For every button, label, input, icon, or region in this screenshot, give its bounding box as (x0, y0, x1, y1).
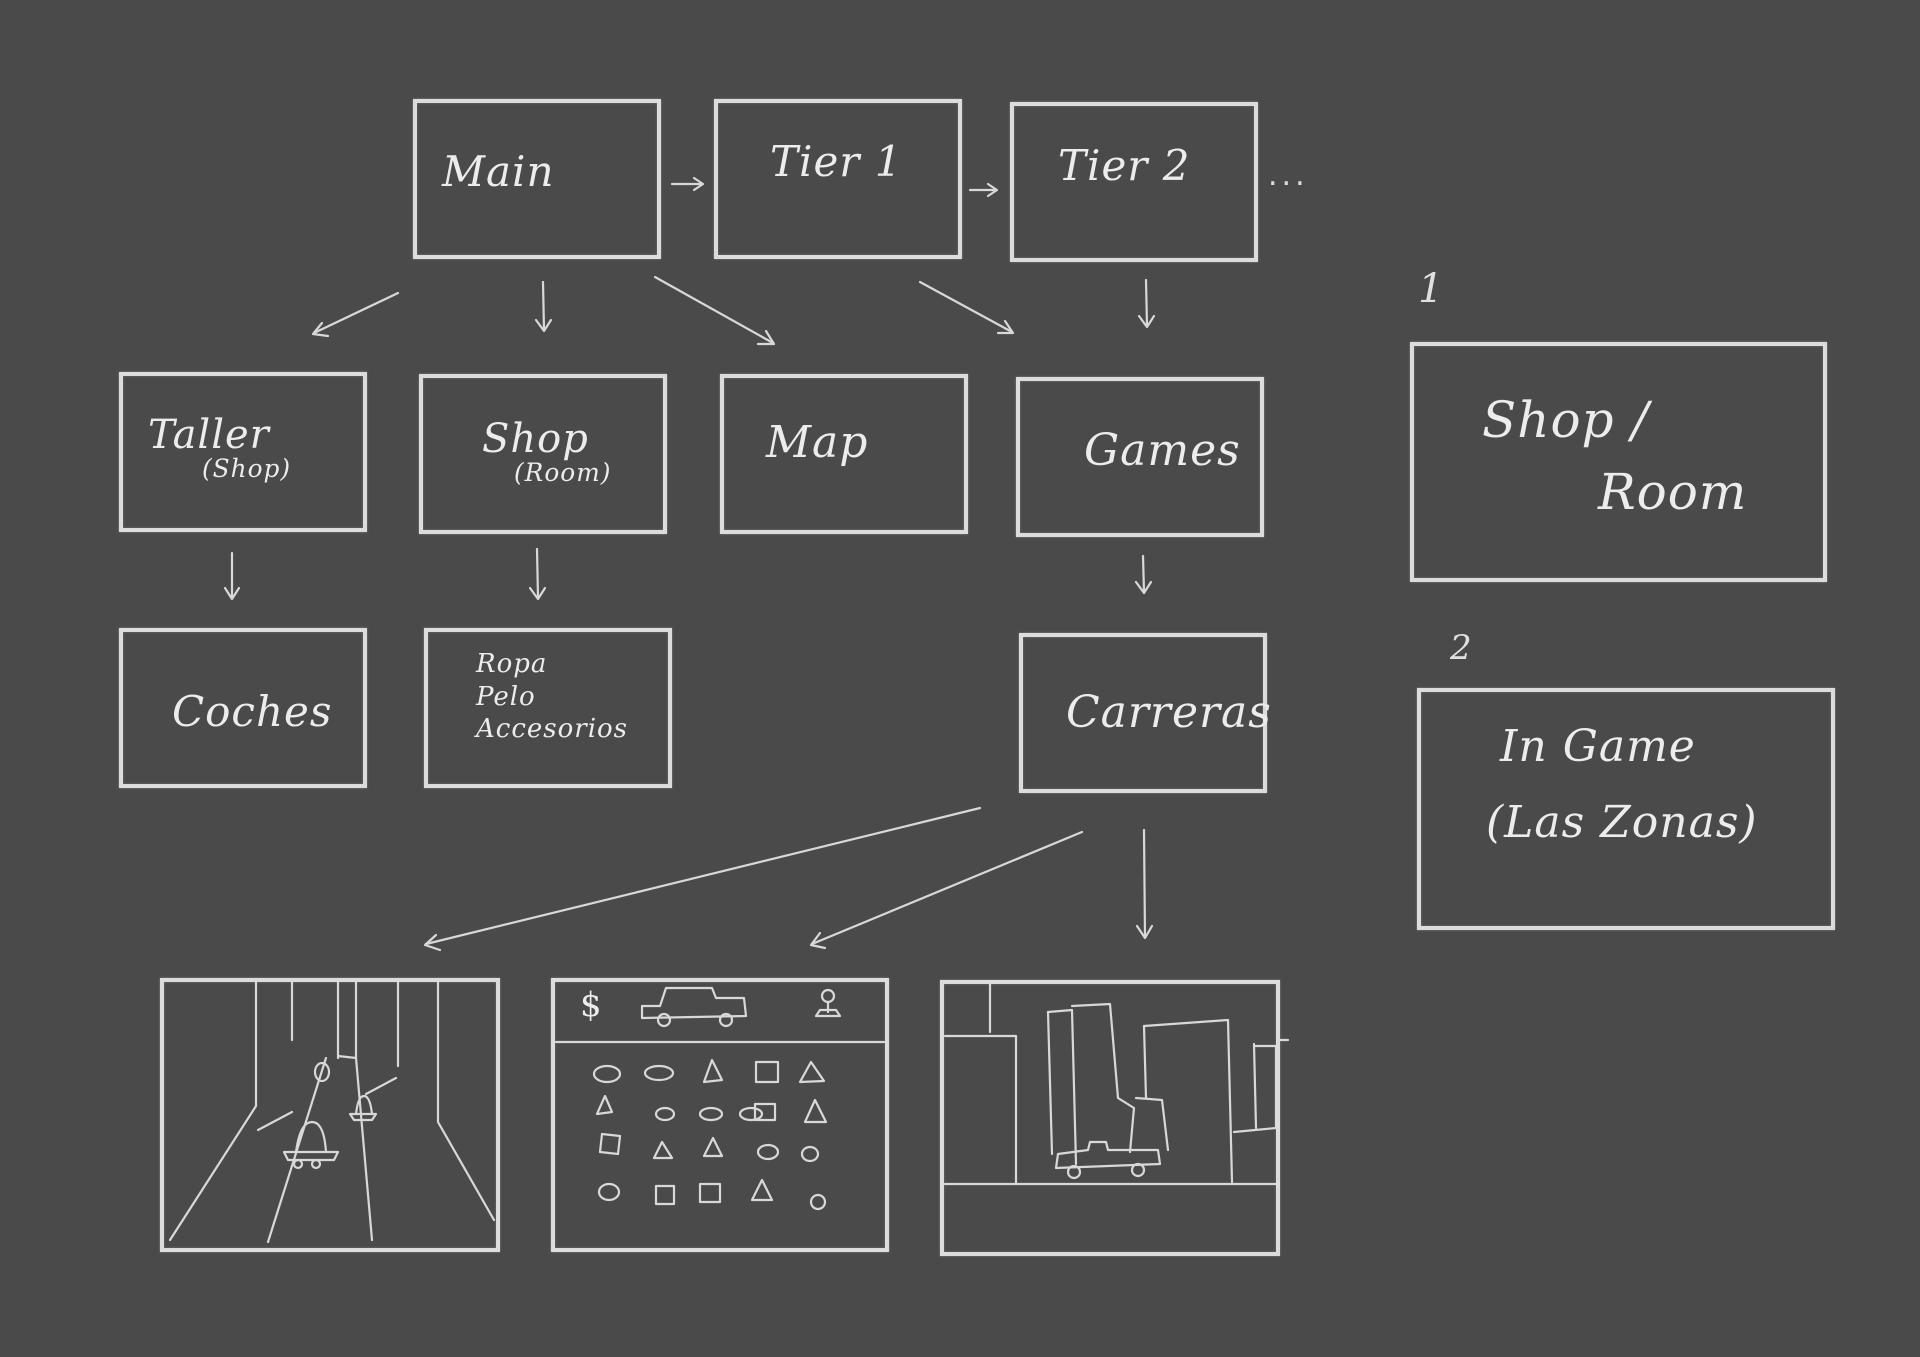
arrow-shop-to-items (528, 547, 547, 601)
shop-items-screen-box (424, 628, 672, 788)
tier1-screen-label: Tier 1 (770, 137, 903, 186)
shop-subtitle: (Room) (514, 458, 612, 487)
arrow-carreras-to-inventory-view (809, 830, 1084, 950)
coches-screen-label: Coches (172, 687, 333, 736)
legend-number-1: 1 (1418, 266, 1444, 312)
shop-items-list: Ropa Pelo Accesorios (476, 648, 628, 746)
arrow-carreras-to-city-view (1135, 828, 1154, 940)
shop-title: Shop (482, 416, 589, 462)
tier1-screen-box (714, 99, 962, 259)
race-view-mockup (160, 978, 500, 1252)
legend-in-game-line1: In Game (1500, 721, 1696, 772)
shop-item-accesorios: Accesorios (476, 714, 629, 744)
legend-number-2: 2 (1450, 628, 1472, 668)
legend-in-game-line2: (Las Zonas) (1486, 797, 1758, 848)
legend-shop-room-line1: Shop / (1482, 391, 1650, 449)
arrow-main-to-shop (534, 280, 553, 333)
inventory-view-mockup (551, 978, 889, 1252)
arrow-main-to-taller (311, 291, 400, 338)
arrow-carreras-to-race-view (423, 806, 982, 952)
legend-shop-room-line2: Room (1598, 463, 1748, 521)
taller-screen-label: Taller (Shop) (148, 414, 291, 482)
arrow-tier2-to-games (1137, 278, 1156, 329)
arrow-tier1-to-tier2 (968, 182, 999, 198)
shop-screen-box (419, 374, 667, 534)
arrow-main-to-tier1 (670, 176, 705, 192)
taller-subtitle: (Shop) (202, 454, 292, 483)
arrow-games-to-carreras (1134, 554, 1153, 595)
city-view-sketch (943, 982, 1290, 1186)
taller-title: Taller (148, 412, 270, 458)
tier2-screen-box (1010, 102, 1258, 262)
inventory-currency-label: $ (580, 985, 603, 1025)
race-view-sketch (168, 980, 496, 1244)
shop-item-ropa: Ropa (476, 649, 548, 679)
games-screen-label: Games (1084, 425, 1241, 476)
taller-screen-box (119, 372, 367, 532)
carreras-screen-box (1019, 633, 1267, 793)
arrow-taller-to-coches (223, 551, 241, 601)
games-screen-box (1016, 377, 1264, 537)
coches-screen-box (119, 628, 367, 788)
map-screen-box (720, 374, 968, 534)
shop-item-pelo: Pelo (476, 681, 536, 712)
main-screen-box (413, 99, 661, 259)
arrow-tier1-to-games (918, 280, 1015, 335)
inventory-view-sketch (554, 986, 886, 1211)
shop-screen-label: Shop (Room) (482, 418, 611, 486)
carreras-screen-label: Carreras (1066, 687, 1272, 738)
main-screen-label: Main (442, 147, 555, 196)
more-tiers-ellipsis: ... (1268, 158, 1309, 193)
tier2-screen-label: Tier 2 (1058, 141, 1191, 190)
city-view-mockup (940, 980, 1280, 1256)
arrow-main-to-map (653, 275, 776, 346)
legend-in-game-box (1417, 688, 1835, 930)
legend-shop-room-box (1410, 342, 1827, 582)
map-screen-label: Map (766, 417, 869, 468)
